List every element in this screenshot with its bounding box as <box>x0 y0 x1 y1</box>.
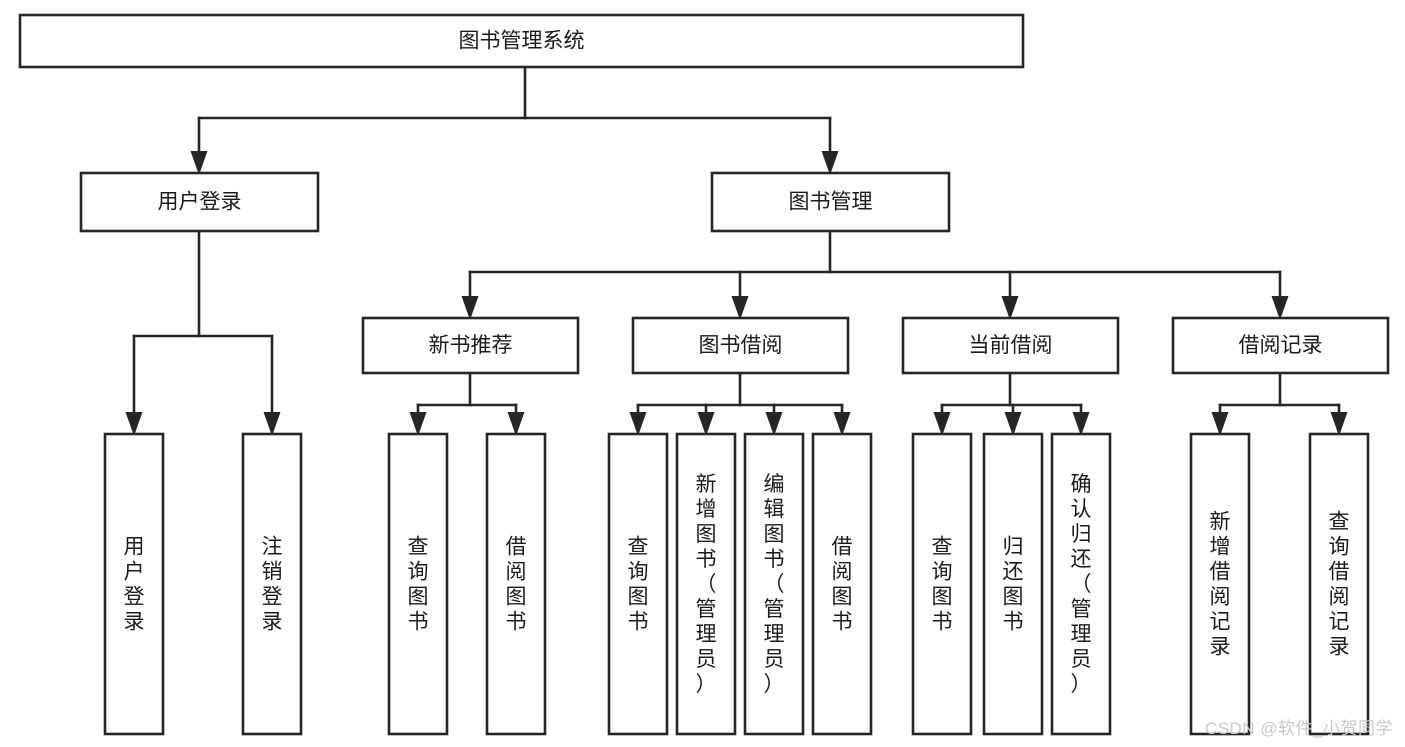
connector-group-borrow-record <box>1211 371 1348 436</box>
connector-group-book-manage <box>461 229 1289 320</box>
node-borrow-record[interactable]: 借阅记录 <box>1171 316 1390 375</box>
node-leaf-logout[interactable]: 注销登录 <box>241 432 303 736</box>
node-label: 编辑图书（管理员） <box>764 473 785 696</box>
arrow-head-icon <box>1271 296 1289 320</box>
node-leaf-confirm-return-admin[interactable]: 确认归还（管理员） <box>1050 432 1112 736</box>
node-label: 归还图书 <box>1003 536 1024 634</box>
arrow-head-icon <box>765 412 783 436</box>
node-leaf-add-book-admin[interactable]: 新增图书（管理员） <box>675 432 737 736</box>
node-label: 查询图书 <box>932 536 953 634</box>
arrow-head-icon <box>190 151 208 175</box>
node-book-manage[interactable]: 图书管理 <box>710 171 951 233</box>
node-leaf-user-login[interactable]: 用户登录 <box>103 432 165 736</box>
node-label: 注销登录 <box>262 536 283 634</box>
node-label: 借阅记录 <box>1239 334 1323 357</box>
arrow-head-icon <box>697 412 715 436</box>
node-box[interactable] <box>241 432 303 736</box>
arrow-head-icon <box>507 412 525 436</box>
node-box[interactable] <box>1189 432 1251 736</box>
node-root[interactable]: 图书管理系统 <box>18 13 1025 69</box>
node-box[interactable] <box>607 432 669 736</box>
arrow-head-icon <box>461 296 479 320</box>
node-box[interactable] <box>743 432 805 736</box>
nodes-layer: 图书管理系统用户登录图书管理新书推荐图书借阅当前借阅借阅记录用户登录注销登录查询… <box>18 13 1390 736</box>
node-leaf-borrow-book[interactable]: 借阅图书 <box>811 432 873 736</box>
node-label: 查询图书 <box>628 536 649 634</box>
node-label: 图书借阅 <box>699 334 783 357</box>
node-box[interactable] <box>911 432 973 736</box>
node-box[interactable] <box>631 316 850 375</box>
connector-group-user-login <box>125 229 281 436</box>
arrow-head-icon <box>125 412 143 436</box>
node-label: 确认归还（管理员） <box>1071 473 1092 696</box>
arrow-head-icon <box>731 296 749 320</box>
node-leaf-query-borrow-record[interactable]: 查询借阅记录 <box>1308 432 1370 736</box>
node-box[interactable] <box>901 316 1120 375</box>
arrow-head-icon <box>629 412 647 436</box>
csdn-watermark: CSDN @软件_小贺同学 <box>1204 719 1393 738</box>
node-box[interactable] <box>103 432 165 736</box>
node-label: 用户登录 <box>124 536 145 634</box>
node-box[interactable] <box>675 432 737 736</box>
node-leaf-query-book-current[interactable]: 查询图书 <box>911 432 973 736</box>
connectors-layer <box>125 65 1348 436</box>
node-box[interactable] <box>1050 432 1112 736</box>
node-box[interactable] <box>387 432 449 736</box>
node-box[interactable] <box>982 432 1044 736</box>
node-label: 图书管理系统 <box>459 30 585 53</box>
node-box[interactable] <box>361 316 580 375</box>
connector-group-current-borrow <box>933 371 1090 436</box>
node-box[interactable] <box>79 171 320 233</box>
arrow-head-icon <box>821 151 839 175</box>
node-book-borrow[interactable]: 图书借阅 <box>631 316 850 375</box>
arrow-head-icon <box>1330 412 1348 436</box>
arrow-head-icon <box>1004 412 1022 436</box>
node-label: 新增图书（管理员） <box>696 473 717 696</box>
arrow-head-icon <box>833 412 851 436</box>
node-user-login[interactable]: 用户登录 <box>79 171 320 233</box>
node-leaf-add-borrow-record[interactable]: 新增借阅记录 <box>1189 432 1251 736</box>
arrow-head-icon <box>1072 412 1090 436</box>
node-current-borrow[interactable]: 当前借阅 <box>901 316 1120 375</box>
node-label: 图书管理 <box>789 191 873 214</box>
node-box[interactable] <box>1308 432 1370 736</box>
arrow-head-icon <box>933 412 951 436</box>
node-new-book-recommend[interactable]: 新书推荐 <box>361 316 580 375</box>
connector-group-new-book-recommend <box>409 371 525 436</box>
node-box[interactable] <box>1171 316 1390 375</box>
arrow-head-icon <box>1001 296 1019 320</box>
connector-group-book-borrow <box>629 371 851 436</box>
node-label: 新书推荐 <box>429 334 513 357</box>
node-leaf-borrow-book-recommend[interactable]: 借阅图书 <box>485 432 547 736</box>
node-label: 新增借阅记录 <box>1210 511 1231 659</box>
node-leaf-return-book[interactable]: 归还图书 <box>982 432 1044 736</box>
node-label: 查询图书 <box>408 536 429 634</box>
arrow-head-icon <box>409 412 427 436</box>
node-label: 查询借阅记录 <box>1329 511 1350 659</box>
node-label: 用户登录 <box>158 191 242 214</box>
node-box[interactable] <box>485 432 547 736</box>
node-leaf-query-book-recommend[interactable]: 查询图书 <box>387 432 449 736</box>
node-box[interactable] <box>811 432 873 736</box>
arrow-head-icon <box>263 412 281 436</box>
node-label: 借阅图书 <box>832 536 853 634</box>
connector-group-root <box>190 65 839 175</box>
arrow-head-icon <box>1211 412 1229 436</box>
node-box[interactable] <box>18 13 1025 69</box>
node-label: 当前借阅 <box>969 334 1053 357</box>
node-leaf-edit-book-admin[interactable]: 编辑图书（管理员） <box>743 432 805 736</box>
node-label: 借阅图书 <box>506 536 527 634</box>
node-leaf-query-book-borrow[interactable]: 查询图书 <box>607 432 669 736</box>
node-box[interactable] <box>710 171 951 233</box>
